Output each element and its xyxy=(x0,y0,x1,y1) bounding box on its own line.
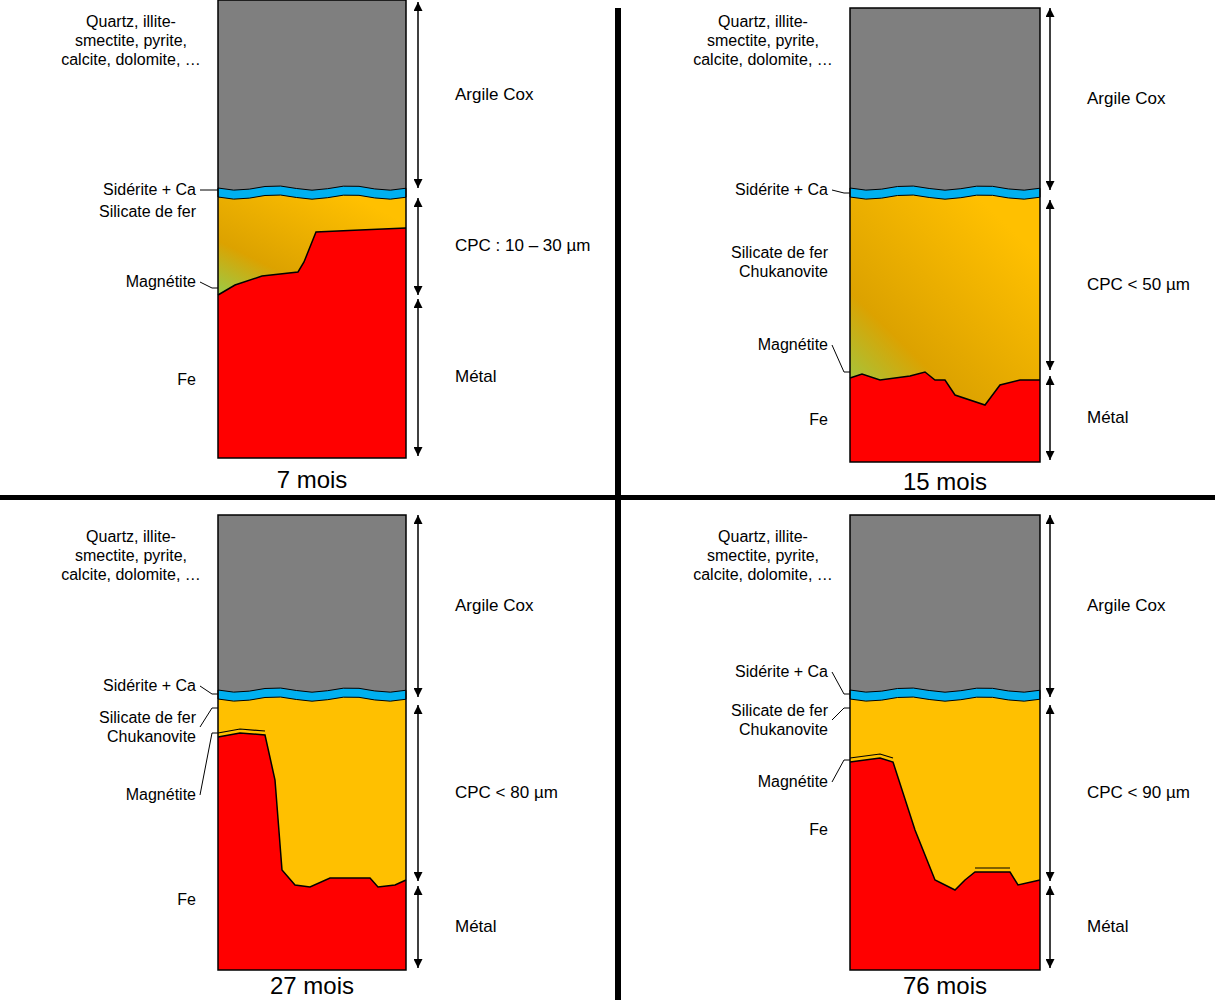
metal-substrate xyxy=(850,372,1040,462)
zone-label: Argile Cox xyxy=(1087,89,1215,109)
magnetite-layer xyxy=(218,729,265,733)
leader-line xyxy=(832,345,850,372)
mineral-list: Quartz, illite- smectite, pyrite, calcit… xyxy=(56,12,206,70)
dimension-arrow xyxy=(417,299,419,456)
dimension-arrow xyxy=(1049,376,1051,460)
dimension-arrow xyxy=(1049,200,1051,370)
corrosion-column xyxy=(218,515,406,970)
clay-layer xyxy=(850,515,1040,693)
column-outline xyxy=(218,515,406,970)
siderite-band xyxy=(218,688,406,701)
clay-layer xyxy=(850,8,1040,191)
divider xyxy=(615,8,621,1000)
metal-interface xyxy=(218,228,406,295)
layer-label: Sidérite + Ca xyxy=(46,676,196,695)
dimension-arrow xyxy=(417,705,419,881)
layer-label: Magnétite xyxy=(68,785,196,804)
time-caption: 27 mois xyxy=(212,974,412,998)
layer-label: Fe xyxy=(136,890,196,909)
zone-label: Argile Cox xyxy=(455,85,605,105)
mineral-list: Quartz, illite- smectite, pyrite, calcit… xyxy=(688,527,838,585)
leader-line xyxy=(832,190,850,193)
metal-substrate xyxy=(218,228,406,458)
zone-label: Métal xyxy=(1087,408,1215,428)
divider xyxy=(0,495,1215,500)
layer-label: Sidérite + Ca xyxy=(46,180,196,199)
layer-label: Sidérite + Ca xyxy=(678,662,828,681)
dimension-arrow xyxy=(417,886,419,968)
layer-label: Silicate de fer Chukanovite xyxy=(700,243,828,281)
zone-label: CPC < 80 µm xyxy=(455,783,610,803)
leader-line xyxy=(832,760,850,782)
clay-layer xyxy=(218,0,406,191)
layer-label: Magnétite xyxy=(700,772,828,791)
metal-interface xyxy=(218,733,406,887)
zone-label: Métal xyxy=(455,917,605,937)
metal-substrate xyxy=(218,733,406,970)
time-caption: 15 mois xyxy=(845,470,1045,494)
leader-line xyxy=(200,708,218,727)
corrosion-column xyxy=(850,8,1040,462)
zone-label: CPC < 50 µm xyxy=(1087,275,1215,295)
siderite-band xyxy=(218,186,406,199)
leader-line xyxy=(200,733,218,795)
metal-substrate xyxy=(850,758,1040,970)
dimension-arrow xyxy=(417,2,419,188)
dimension-arrow xyxy=(1049,515,1051,697)
layer-label: Magnétite xyxy=(700,335,828,354)
layer-label: Fe xyxy=(768,820,828,839)
metal-interface xyxy=(850,758,1040,890)
time-caption: 7 mois xyxy=(212,468,412,492)
zone-label: CPC < 90 µm xyxy=(1087,783,1215,803)
layer-label: Magnétite xyxy=(68,272,196,291)
leader-line xyxy=(832,672,850,694)
zone-label: CPC : 10 – 30 µm xyxy=(455,236,610,256)
siderite-band xyxy=(850,186,1040,199)
leader-line xyxy=(200,282,218,288)
column-outline xyxy=(850,515,1040,970)
mineral-list: Quartz, illite- smectite, pyrite, calcit… xyxy=(56,527,206,585)
zone-label: Métal xyxy=(455,367,605,387)
dimension-arrow xyxy=(417,515,419,697)
dimension-arrow xyxy=(1049,886,1051,968)
corrosion-column xyxy=(218,0,406,458)
leader-line xyxy=(200,190,218,191)
magnetite-layer xyxy=(975,867,1010,868)
layer-label: Silicate de fer Chukanovite xyxy=(68,708,196,746)
zone-label: Argile Cox xyxy=(455,596,605,616)
siderite-band xyxy=(850,688,1040,701)
clay-layer xyxy=(218,515,406,693)
mineral-list: Quartz, illite- smectite, pyrite, calcit… xyxy=(688,12,838,70)
corrosion-column xyxy=(850,515,1040,970)
zone-label: Argile Cox xyxy=(1087,596,1215,616)
zone-label: Métal xyxy=(1087,917,1215,937)
dimension-arrow xyxy=(1049,8,1051,190)
dimension-arrow xyxy=(417,198,419,295)
layer-label: Silicate de fer Chukanovite xyxy=(700,701,828,739)
layer-label: Sidérite + Ca xyxy=(678,180,828,199)
leader-line xyxy=(832,708,850,720)
time-caption: 76 mois xyxy=(845,974,1045,998)
leader-line xyxy=(200,686,218,694)
magnetite-layer xyxy=(850,754,893,758)
column-outline xyxy=(850,8,1040,462)
metal-interface xyxy=(850,372,1040,405)
layer-label: Silicate de fer xyxy=(68,202,196,221)
layer-label: Fe xyxy=(768,410,828,429)
cpc-layer xyxy=(850,188,1040,411)
column-outline xyxy=(218,0,406,458)
dimension-arrow xyxy=(1049,705,1051,881)
layer-label: Fe xyxy=(136,370,196,389)
